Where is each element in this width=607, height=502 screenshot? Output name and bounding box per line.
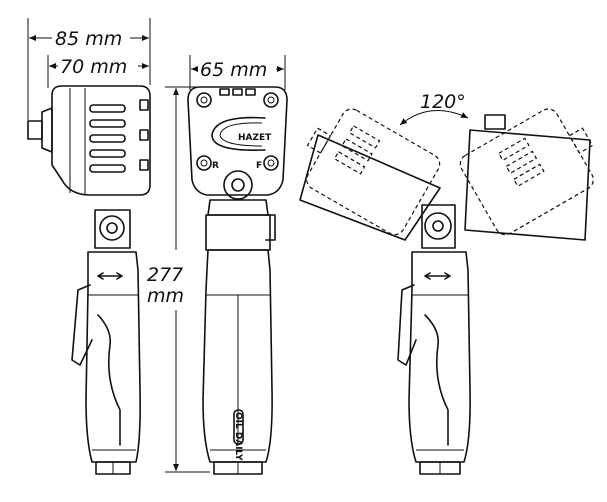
dimension-label-70: 70 mm — [60, 56, 127, 78]
front-view: HAZET R F OIL DAILY — [187, 86, 288, 475]
handle-oil-daily-label: OIL DAILY — [233, 412, 243, 461]
forward-mark: F — [256, 161, 262, 171]
swivel-angle-indicator: 120° — [399, 91, 469, 126]
dimension-70mm: 70 mm — [47, 55, 149, 88]
dimension-277mm: 277 mm — [147, 86, 210, 473]
hazet-logo: HAZET — [238, 133, 272, 143]
side-view — [27, 85, 151, 475]
dimension-unit-mm: mm — [147, 285, 184, 307]
dimension-label-277: 277 — [147, 264, 183, 286]
dimension-85mm: 85 mm — [27, 18, 151, 120]
swivel-view — [299, 108, 594, 475]
dimension-65mm: 65 mm — [189, 55, 286, 90]
dimension-label-85: 85 mm — [55, 28, 122, 50]
angle-label: 120° — [420, 91, 466, 113]
dimension-label-65: 65 mm — [200, 59, 267, 81]
reverse-mark: R — [212, 161, 219, 171]
